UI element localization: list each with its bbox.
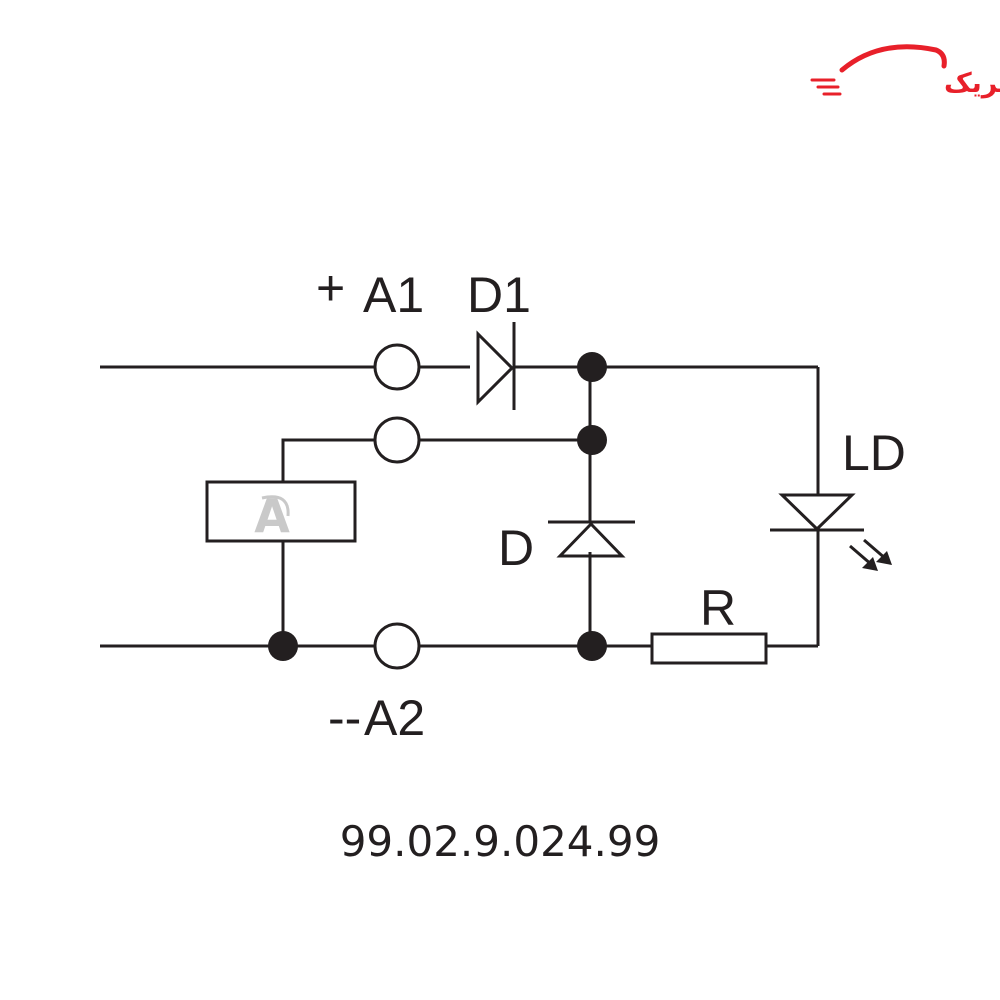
junction-dot-top [577,352,607,382]
wire-coil-top [281,438,375,482]
junction-dot-bottom-left [268,631,298,661]
terminal-middle [373,416,421,464]
junction-dot-middle [577,425,607,455]
led-ld [770,493,892,571]
diode-d1 [476,322,516,410]
a1-polarity-sign: + [316,260,345,316]
watermark-swoosh-icon [261,495,290,517]
resistor-r [650,632,768,665]
junction-dot-bottom-right [577,631,607,661]
resistor-r-label: R [700,580,736,636]
terminal-a2-label: A2 [364,690,425,746]
diode-d [548,520,635,558]
watermark-logo: A [254,489,290,543]
terminal-a2 [373,622,421,670]
relay-coil [205,480,357,543]
terminal-a1-label: A1 [363,267,424,323]
brand-logo: آرتاالکتریک [810,44,1000,99]
logo-swoosh-icon [839,44,947,73]
led-light-arrows-icon [849,538,892,571]
logo-speed-lines-icon [810,78,842,96]
part-number: 99.02.9.024.99 [340,817,661,866]
a2-polarity-sign: -- [328,690,361,746]
diode-d1-label: D1 [467,267,531,323]
diode-d-label: D [498,520,534,576]
led-ld-label: LD [842,425,906,481]
wires [100,365,820,648]
logo-text: آرتاالکتریک [944,66,1000,99]
terminal-a1 [373,343,421,391]
